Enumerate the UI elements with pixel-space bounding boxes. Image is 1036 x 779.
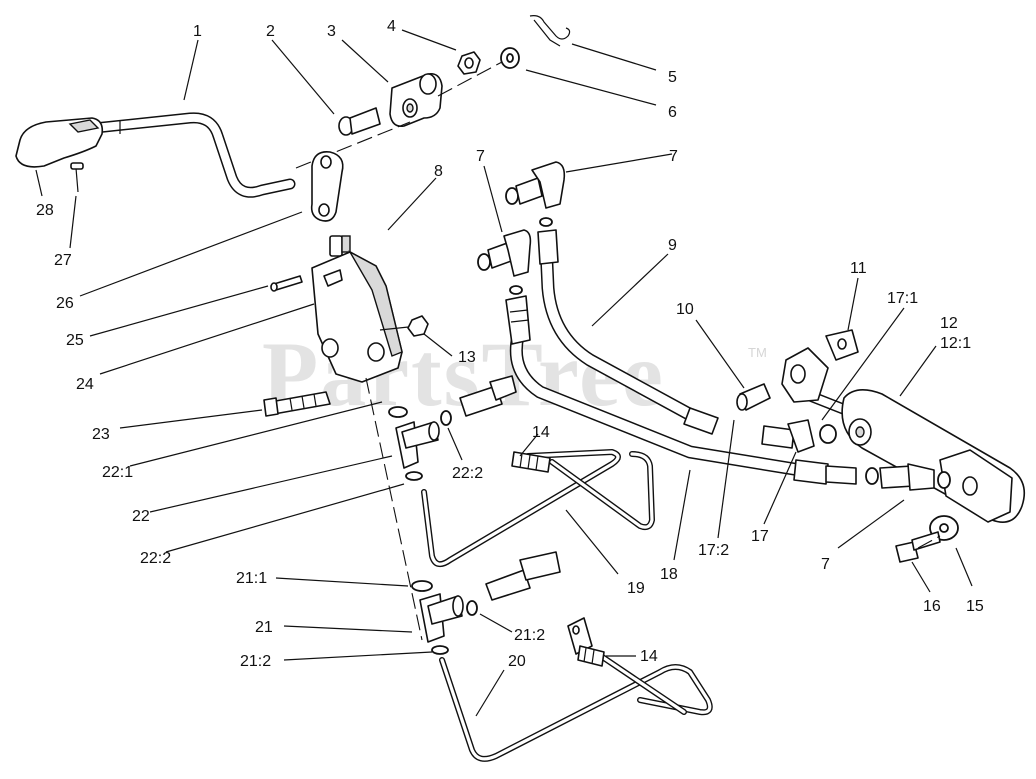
callout-21-2-left: 21:2 [240,653,271,670]
callout-16: 16 [923,598,941,615]
lever-knob [15,117,104,168]
callout-18: 18 [660,566,678,583]
callout-15: 15 [966,598,984,615]
lower-elbow-fitting [411,580,478,655]
callout-21-1: 21:1 [236,570,267,587]
callout-12-1: 12:1 [940,335,971,352]
valve-spool-pin [329,235,351,257]
callout-20: 20 [508,653,526,670]
callout-3: 3 [327,23,336,40]
valve-nut [407,315,429,337]
callout-17-2: 17:2 [698,542,729,559]
callout-17: 17 [751,528,769,545]
hydraulic-hose-9 [537,229,719,435]
link-plate [310,150,344,222]
pivot-pin [338,107,381,136]
tube-clamp-lower [567,617,605,667]
hairpin-clip [529,15,571,47]
callout-13: 13 [458,349,476,366]
valve-through-bolt [263,391,331,417]
callout-9: 9 [668,237,677,254]
callout-21: 21 [255,619,273,636]
callout-1: 1 [193,23,202,40]
callout-7-middle-fitting: 7 [476,148,485,165]
control-lever [89,112,296,198]
callout-6: 6 [668,104,677,121]
hydraulic-tube-upper [421,449,655,568]
hydraulic-cylinder [794,386,1026,523]
knob-screw [70,162,84,193]
flat-washer [500,47,520,69]
cylinder-clevis [781,329,859,403]
lock-nut [457,51,481,75]
adapter-fitting-middle [477,229,532,295]
callout-28: 28 [36,202,54,219]
callout-14-upper: 14 [532,424,550,441]
callout-24: 24 [76,376,94,393]
hose-end-fitting-upper [459,375,517,417]
pivot-bracket [389,72,443,128]
callout-21-2-right: 21:2 [514,627,545,644]
cylinder-elbow-fitting [761,419,837,453]
callout-22-2-right: 22:2 [452,465,483,482]
valve-mount-screw [270,275,303,292]
callout-26: 26 [56,295,74,312]
callout-10: 10 [676,301,694,318]
callout-22: 22 [132,508,150,525]
cylinder-bolt [895,531,941,563]
callout-11: 11 [850,260,867,277]
callout-22-1: 22:1 [102,464,133,481]
callout-22-2-left: 22:2 [140,550,171,567]
callout-14-lower: 14 [640,648,658,665]
callout-27: 27 [54,252,72,269]
hydraulic-hose-18 [505,295,857,485]
leader-lines [35,29,973,717]
upper-elbow-fitting [388,406,452,481]
clevis-pin [736,383,771,411]
callout-12: 12 [940,315,958,332]
callout-labels: 1 2 3 4 5 6 7 7 7 8 9 10 11 12 12:1 13 1… [36,18,984,670]
adapter-fitting-cylinder [865,463,951,491]
hydraulic-tube-lower [439,651,713,762]
callout-17-1: 17:1 [887,290,918,307]
callout-25: 25 [66,332,84,349]
callout-23: 23 [92,426,110,443]
callout-4: 4 [387,18,396,35]
callout-7-cylinder-fitting: 7 [821,556,830,573]
callout-5: 5 [668,69,677,86]
callout-7-top-fitting: 7 [669,148,678,165]
watermark-trademark: TM [748,345,767,360]
callout-19: 19 [627,580,645,597]
control-valve-body [311,250,419,383]
callout-8: 8 [434,163,443,180]
callout-2: 2 [266,23,275,40]
adapter-fitting-top [505,161,566,227]
hose-end-fitting-lower [485,551,561,601]
